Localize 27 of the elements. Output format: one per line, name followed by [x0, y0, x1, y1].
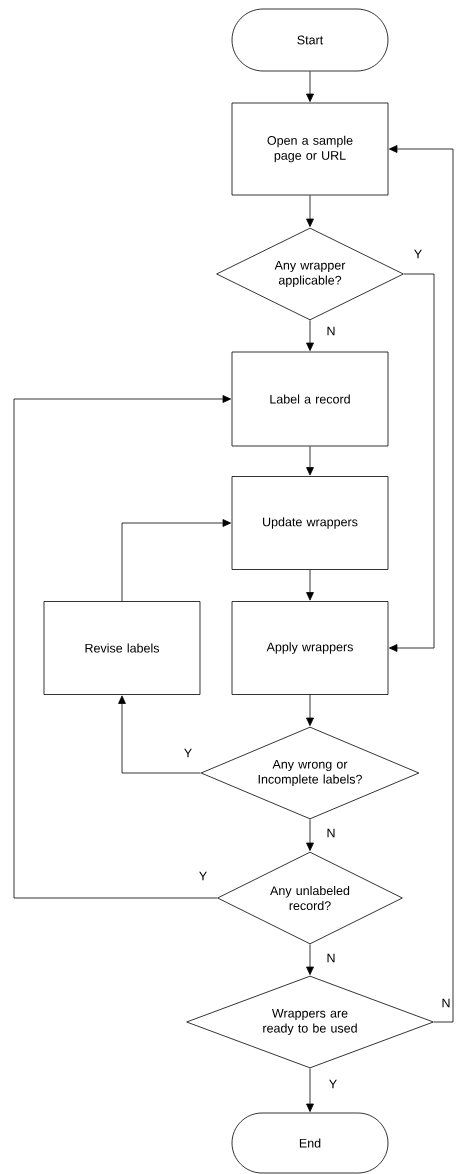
process-box: Open a sample page or URL — [231, 102, 389, 196]
arrow — [306, 446, 314, 476]
arrow — [306, 569, 314, 601]
arrow — [121, 519, 231, 602]
edge-label: Y — [199, 871, 207, 881]
arrow — [306, 320, 314, 351]
arrow — [306, 944, 314, 975]
arrow — [389, 273, 435, 652]
process-box: Apply wrappers — [231, 601, 389, 695]
edge-label: N — [327, 953, 335, 963]
process-box: Label a record — [231, 351, 389, 447]
arrow — [306, 1068, 314, 1112]
process-box: Update wrappers — [231, 476, 389, 570]
edge-label: N — [442, 998, 450, 1008]
process-box: Revise labels — [43, 601, 201, 695]
arrow — [306, 195, 314, 227]
edge-label: Y — [414, 249, 422, 259]
arrow — [306, 819, 314, 851]
arrow — [118, 695, 201, 774]
arrow — [389, 145, 454, 1023]
arrow — [306, 71, 314, 103]
edge-label: N — [327, 326, 335, 336]
edge-label: Y — [184, 748, 192, 758]
edge-label: Y — [329, 1079, 337, 1089]
arrow — [306, 694, 314, 726]
arrow — [13, 395, 231, 899]
edge-label: N — [327, 828, 335, 838]
